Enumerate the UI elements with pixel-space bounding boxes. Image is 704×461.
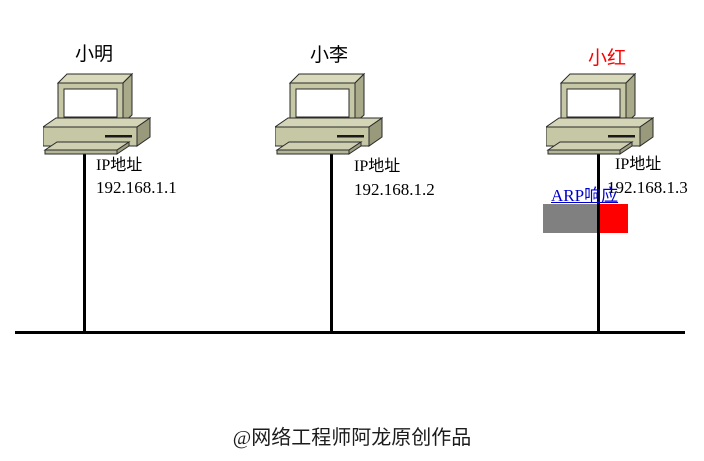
host3-ip-caption: IP地址	[615, 156, 662, 173]
ethernet-bus-line	[15, 331, 685, 334]
arp-frame-gray-segment	[543, 204, 598, 233]
watermark-text: @网络工程师阿龙原创作品	[232, 427, 472, 449]
host1-name-label: 小明	[75, 44, 114, 65]
arp-response-label: ARP响应	[551, 186, 619, 205]
host2-ip-caption: IP地址	[354, 158, 401, 175]
arp-frame-red-segment	[598, 204, 628, 233]
host3-name-label: 小红	[588, 48, 627, 69]
host1-ip-caption: IP地址	[96, 157, 143, 174]
host2-ip-address: 192.168.1.2	[354, 180, 435, 199]
host3-computer-icon	[546, 70, 654, 158]
host2-computer-icon	[275, 70, 383, 158]
host1-network-cable	[83, 150, 86, 334]
host2-network-cable	[330, 150, 333, 334]
host3-ip-address: 192.168.1.3	[607, 178, 688, 197]
host3-network-cable	[597, 150, 600, 334]
host1-ip-address: 192.168.1.1	[96, 178, 177, 197]
host2-name-label: 小李	[310, 45, 349, 66]
host1-computer-icon	[43, 70, 151, 158]
